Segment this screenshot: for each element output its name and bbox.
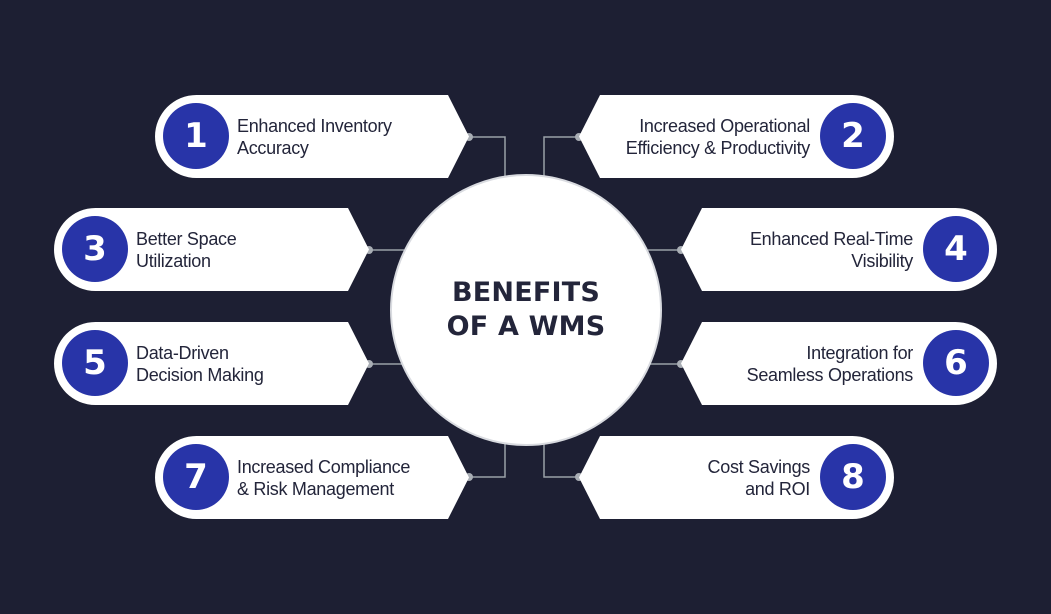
number-badge: 8 <box>820 444 886 510</box>
benefit-label: Better Space Utilization <box>136 228 237 271</box>
benefit-card-2: 2 Increased Operational Efficiency & Pro… <box>577 95 894 178</box>
benefit-label: Data-Driven Decision Making <box>136 342 264 385</box>
benefit-card-4: 4 Enhanced Real-Time Visibility <box>679 208 997 291</box>
number-badge: 5 <box>62 330 128 396</box>
number-badge: 7 <box>163 444 229 510</box>
central-hub-circle: BENEFITS OF A WMS <box>390 174 662 446</box>
hub-title-line-2: OF A WMS <box>446 311 606 342</box>
benefit-label: Integration for Seamless Operations <box>746 342 914 385</box>
hub-title-line-1: BENEFITS <box>451 277 601 308</box>
card-shape <box>579 436 894 519</box>
number-badge: 4 <box>923 216 989 282</box>
benefit-label: Increased Compliance & Risk Management <box>237 456 411 499</box>
card-shape <box>155 95 469 178</box>
card-shape <box>54 322 369 405</box>
benefit-label: Enhanced Real-Time Visibility <box>749 228 913 271</box>
number-badge: 2 <box>820 103 886 169</box>
benefit-card-3: 3 Better Space Utilization <box>54 208 371 291</box>
benefit-label: Cost Savings and ROI <box>707 456 811 499</box>
number-badge: 6 <box>923 330 989 396</box>
card-shape <box>681 322 997 405</box>
card-shape <box>54 208 369 291</box>
benefit-card-5: 5 Data-Driven Decision Making <box>54 322 371 405</box>
benefit-card-1: 1 Enhanced Inventory Accuracy <box>155 95 471 178</box>
benefit-card-8: 8 Cost Savings and ROI <box>577 436 894 519</box>
card-shape <box>579 95 894 178</box>
number-badge: 3 <box>62 216 128 282</box>
benefit-label: Enhanced Inventory Accuracy <box>237 115 392 158</box>
benefit-card-7: 7 Increased Compliance & Risk Management <box>155 436 471 519</box>
number-badge: 1 <box>163 103 229 169</box>
card-shape <box>681 208 997 291</box>
card-shape <box>155 436 469 519</box>
benefit-card-6: 6 Integration for Seamless Operations <box>679 322 997 405</box>
benefit-label: Increased Operational Efficiency & Produ… <box>625 115 811 158</box>
